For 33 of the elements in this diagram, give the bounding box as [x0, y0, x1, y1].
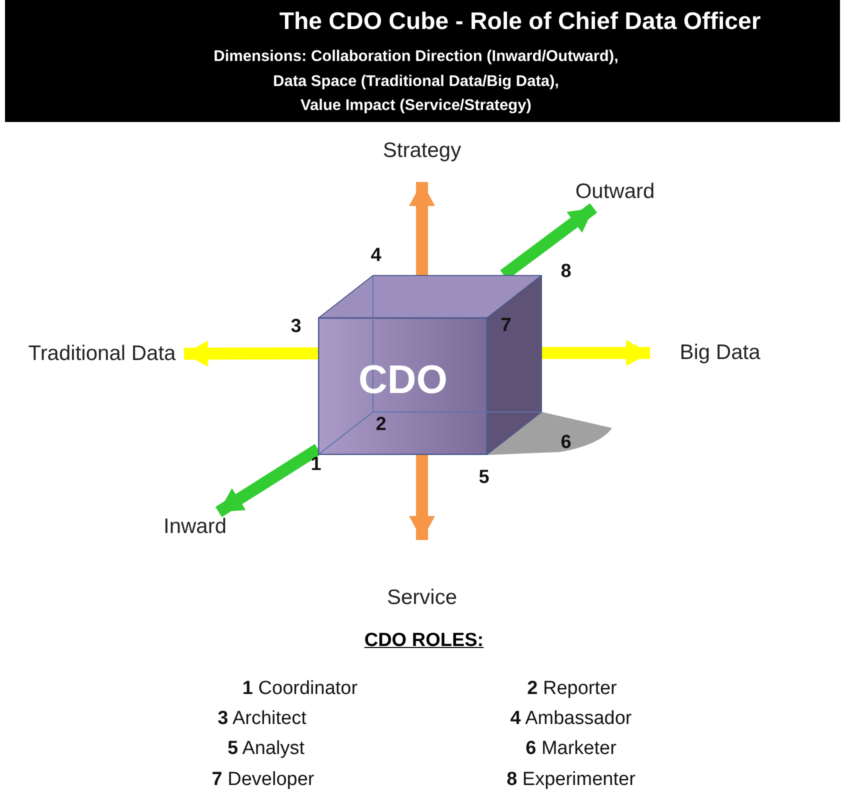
- corner-number: 7: [500, 315, 512, 337]
- axis-arrow: [409, 182, 435, 275]
- role-item: 1 Coordinator: [242, 678, 358, 700]
- role-item: 2 Reporter: [527, 678, 617, 700]
- corner-number: 5: [478, 467, 490, 489]
- axis-label: Strategy: [382, 138, 462, 164]
- axis-label: Inward: [163, 514, 227, 540]
- title: The CDO Cube - Role of Chief Data Officer: [278, 8, 762, 36]
- role-item: 4 Ambassador: [510, 708, 632, 730]
- axis-arrow: [215, 444, 322, 518]
- axis-arrow: [184, 340, 318, 367]
- role-item: 8 Experimenter: [506, 769, 636, 791]
- axis-label: Service: [386, 584, 458, 610]
- corner-number: 1: [310, 454, 322, 476]
- role-item: 6 Marketer: [526, 738, 616, 760]
- cube-label: CDO: [358, 360, 448, 400]
- corner-number: 6: [560, 432, 572, 454]
- role-item: 5 Analyst: [227, 738, 305, 760]
- corner-number: 8: [560, 261, 572, 283]
- axis-label: Big Data: [680, 340, 760, 366]
- corner-number: 2: [376, 414, 386, 436]
- corner-number: 3: [290, 316, 302, 338]
- role-item: 3 Architect: [218, 708, 306, 730]
- axis-arrow: [409, 455, 435, 540]
- subtitle: Dimensions: Collaboration Direction (Inward/Outward),: [212, 47, 620, 67]
- axis-label: Traditional Data: [28, 341, 176, 367]
- axis-label: Outward: [575, 179, 655, 205]
- subtitle: Value Impact (Service/Strategy): [300, 96, 532, 116]
- role-item: 7 Developer: [212, 769, 314, 791]
- corner-number: 4: [370, 245, 382, 267]
- roles-heading: CDO ROLES:: [364, 630, 484, 652]
- subtitle: Data Space (Traditional Data/Big Data),: [272, 72, 560, 92]
- axis-arrow: [542, 340, 650, 366]
